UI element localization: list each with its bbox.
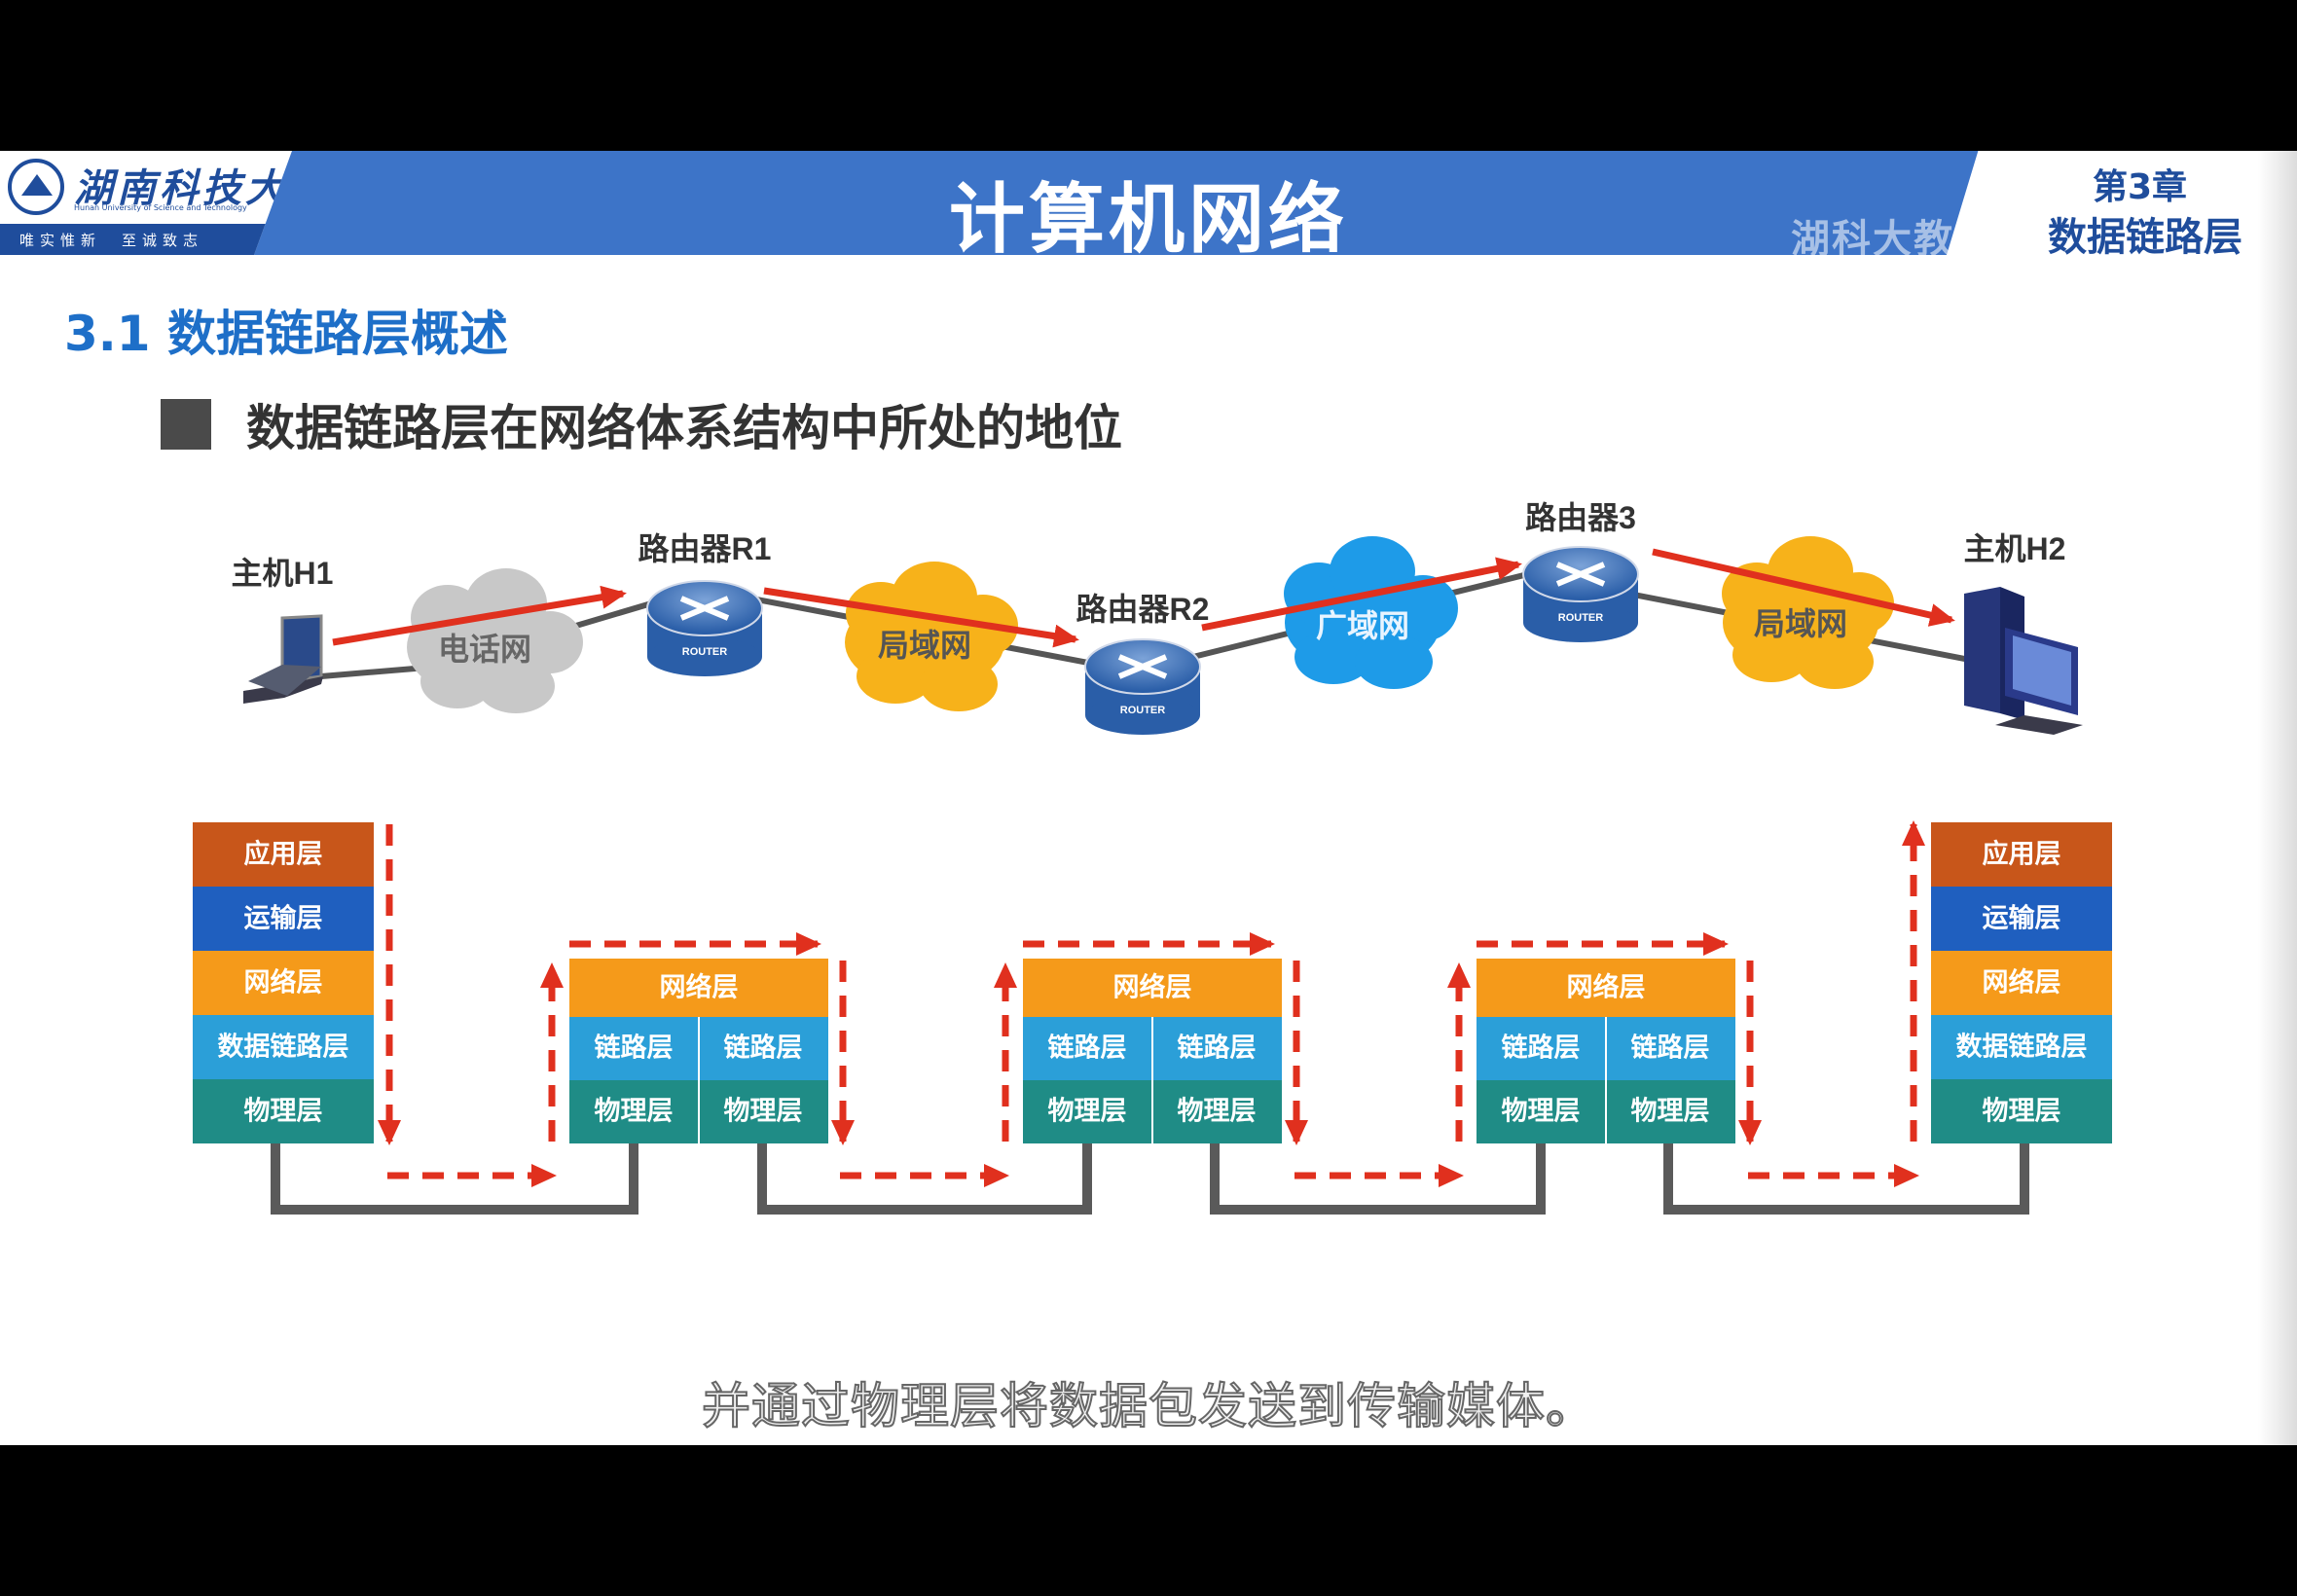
host-h2-label: 主机H2 (1964, 531, 2066, 566)
stack-layer-label: 应用层 (1983, 839, 2061, 870)
stack-layer-label: 数据链路层 (218, 1032, 349, 1063)
video-subtitle: 并通过物理层将数据包发送到传输媒体。 (0, 1367, 2297, 1437)
stack-layer-label: 应用层 (244, 839, 323, 870)
stack-layer-label: 物理层 (595, 1097, 674, 1127)
stack-layer-label: 数据链路层 (1956, 1032, 2088, 1063)
stack-layer-label: 网络层 (1113, 972, 1192, 1003)
router-r3-label: 路由器3 (1525, 500, 1636, 535)
stack-layer-label: 网络层 (660, 972, 739, 1003)
router-stacks: 网络层 链路层 链路层 物理层 物理层 网络层 链路层 链路层 (569, 959, 1735, 1143)
host-h1-label: 主机H1 (232, 556, 334, 591)
slide: 湖南科技大学 Hunan University of Science and T… (0, 151, 2297, 1445)
desktop-computer-icon (1964, 587, 2083, 735)
cloud-label: 电话网 (438, 632, 531, 667)
laptop-icon (243, 616, 323, 704)
cloud-phone-network: 电话网 (407, 568, 583, 713)
stack-layer-label: 运输层 (244, 903, 323, 934)
router-r1-stack: 网络层 链路层 链路层 物理层 物理层 (569, 959, 828, 1143)
cloud-wan: 广域网 (1284, 536, 1458, 689)
stack-layer-label: 物理层 (1983, 1097, 2061, 1127)
stack-layer-label: 物理层 (1178, 1097, 1257, 1127)
stack-layer-label: 链路层 (1502, 1033, 1581, 1064)
stack-layer-label: 物理层 (1048, 1097, 1127, 1127)
stack-layer-label: 链路层 (724, 1033, 803, 1064)
network-diagram: 电话网 局域网 广域网 局域网 (0, 151, 2297, 1445)
router-r2-label: 路由器R2 (1076, 592, 1210, 627)
cloud-lan-2: 局域网 (1722, 536, 1894, 689)
stack-layer-label: 网络层 (244, 967, 323, 998)
stack-layer-label: 网络层 (1567, 972, 1646, 1003)
stack-layer-label: 物理层 (724, 1097, 803, 1127)
edge-shade (2258, 151, 2297, 1445)
router-badge: ROUTER (682, 646, 728, 658)
cloud-label: 局域网 (1754, 606, 1847, 641)
router-badge: ROUTER (1120, 705, 1166, 716)
router-r1-icon: ROUTER (647, 581, 762, 676)
stack-layer-label: 运输层 (1983, 903, 2061, 934)
stack-layer-label: 网络层 (1983, 967, 2061, 998)
stack-layer-label: 物理层 (244, 1097, 323, 1127)
router-badge: ROUTER (1558, 612, 1604, 624)
stack-layer-label: 链路层 (1631, 1033, 1710, 1064)
host-h2-protocol-stack: 应用层 运输层 网络层 数据链路层 物理层 (1931, 822, 2112, 1143)
stack-layer-label: 链路层 (595, 1033, 674, 1064)
router-r2-stack: 网络层 链路层 链路层 物理层 物理层 (1023, 959, 1282, 1143)
stack-layer-label: 链路层 (1048, 1033, 1127, 1064)
host-h1-protocol-stack: 应用层 运输层 网络层 数据链路层 物理层 (193, 822, 374, 1143)
cloud-label: 局域网 (878, 628, 971, 663)
router-r2-icon: ROUTER (1085, 639, 1200, 735)
cloud-lan-1: 局域网 (845, 562, 1018, 711)
router-r3-icon: ROUTER (1523, 547, 1638, 642)
stack-layer-label: 链路层 (1178, 1033, 1257, 1064)
cloud-label: 广域网 (1316, 608, 1409, 643)
router-r1-label: 路由器R1 (638, 531, 772, 566)
router-r3-stack: 网络层 链路层 链路层 物理层 物理层 (1477, 959, 1735, 1143)
stack-layer-label: 物理层 (1502, 1097, 1581, 1127)
stack-layer-label: 物理层 (1631, 1097, 1710, 1127)
